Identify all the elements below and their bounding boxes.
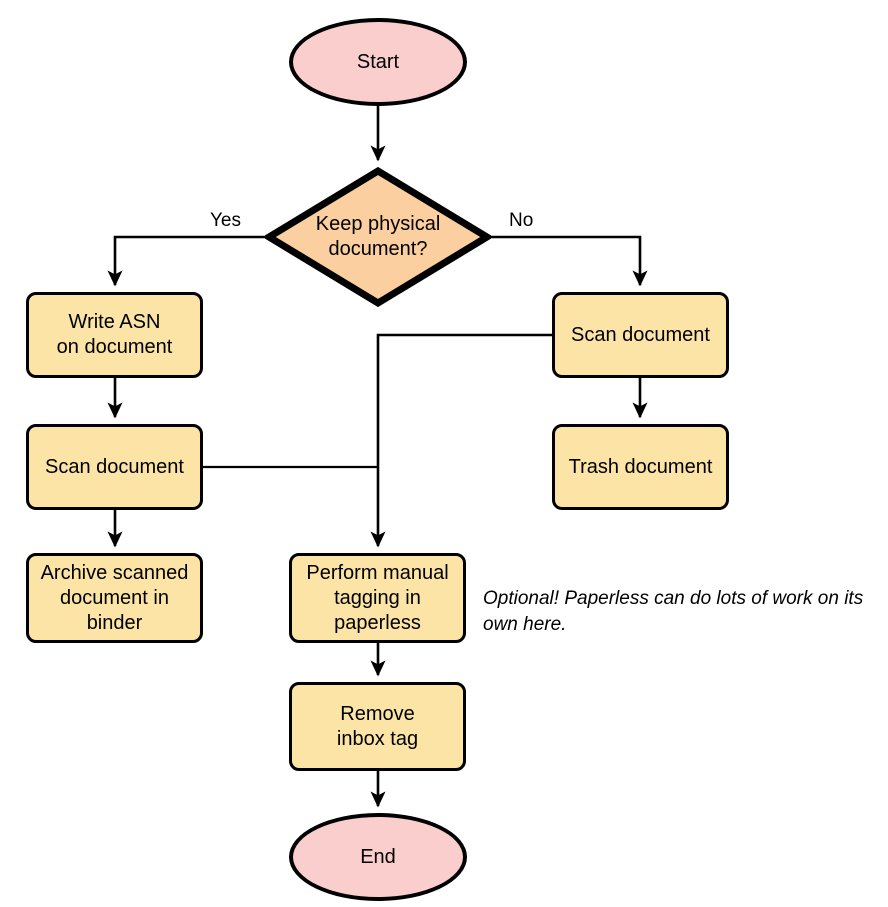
edge-decision-to-write-asn <box>107 235 265 287</box>
node-decision-label: Keep physical document? <box>315 213 441 260</box>
node-remove-inbox-tag-label: Remove inbox tag <box>336 702 419 750</box>
node-archive-scanned-label: Archive scanned document in binder <box>40 561 189 634</box>
node-scan-document-right-label: Scan document <box>571 323 710 346</box>
node-remove-inbox-tag[interactable]: Remove inbox tag <box>289 682 466 771</box>
edge-scan-right-to-tagging <box>370 333 552 548</box>
diamond-shape <box>265 167 491 307</box>
node-end-label: End <box>360 845 396 868</box>
node-perform-manual-tagging-label: Perform manual tagging in paperless <box>306 561 449 634</box>
node-scan-document-left-label: Scan document <box>45 455 184 478</box>
node-start[interactable]: Start <box>289 18 467 106</box>
annotation-optional-note: Optional! Paperless can do lots of work … <box>483 588 864 635</box>
node-scan-document-right[interactable]: Scan document <box>552 292 729 378</box>
node-write-asn[interactable]: Write ASN on document <box>26 292 203 378</box>
node-trash-document[interactable]: Trash document <box>552 424 729 510</box>
node-trash-document-label: Trash document <box>568 455 713 478</box>
node-end[interactable]: End <box>289 813 467 901</box>
node-start-label: Start <box>356 50 400 73</box>
node-scan-document-left[interactable]: Scan document <box>26 424 203 510</box>
node-decision-keep-physical[interactable]: Keep physical document? <box>265 167 491 307</box>
node-archive-scanned[interactable]: Archive scanned document in binder <box>26 553 203 643</box>
edge-label-yes: Yes <box>207 210 244 232</box>
node-perform-manual-tagging[interactable]: Perform manual tagging in paperless <box>289 553 466 643</box>
node-write-asn-label: Write ASN on document <box>56 311 173 358</box>
edge-decision-to-scan-right <box>491 235 648 287</box>
edge-label-no: No <box>506 210 537 232</box>
